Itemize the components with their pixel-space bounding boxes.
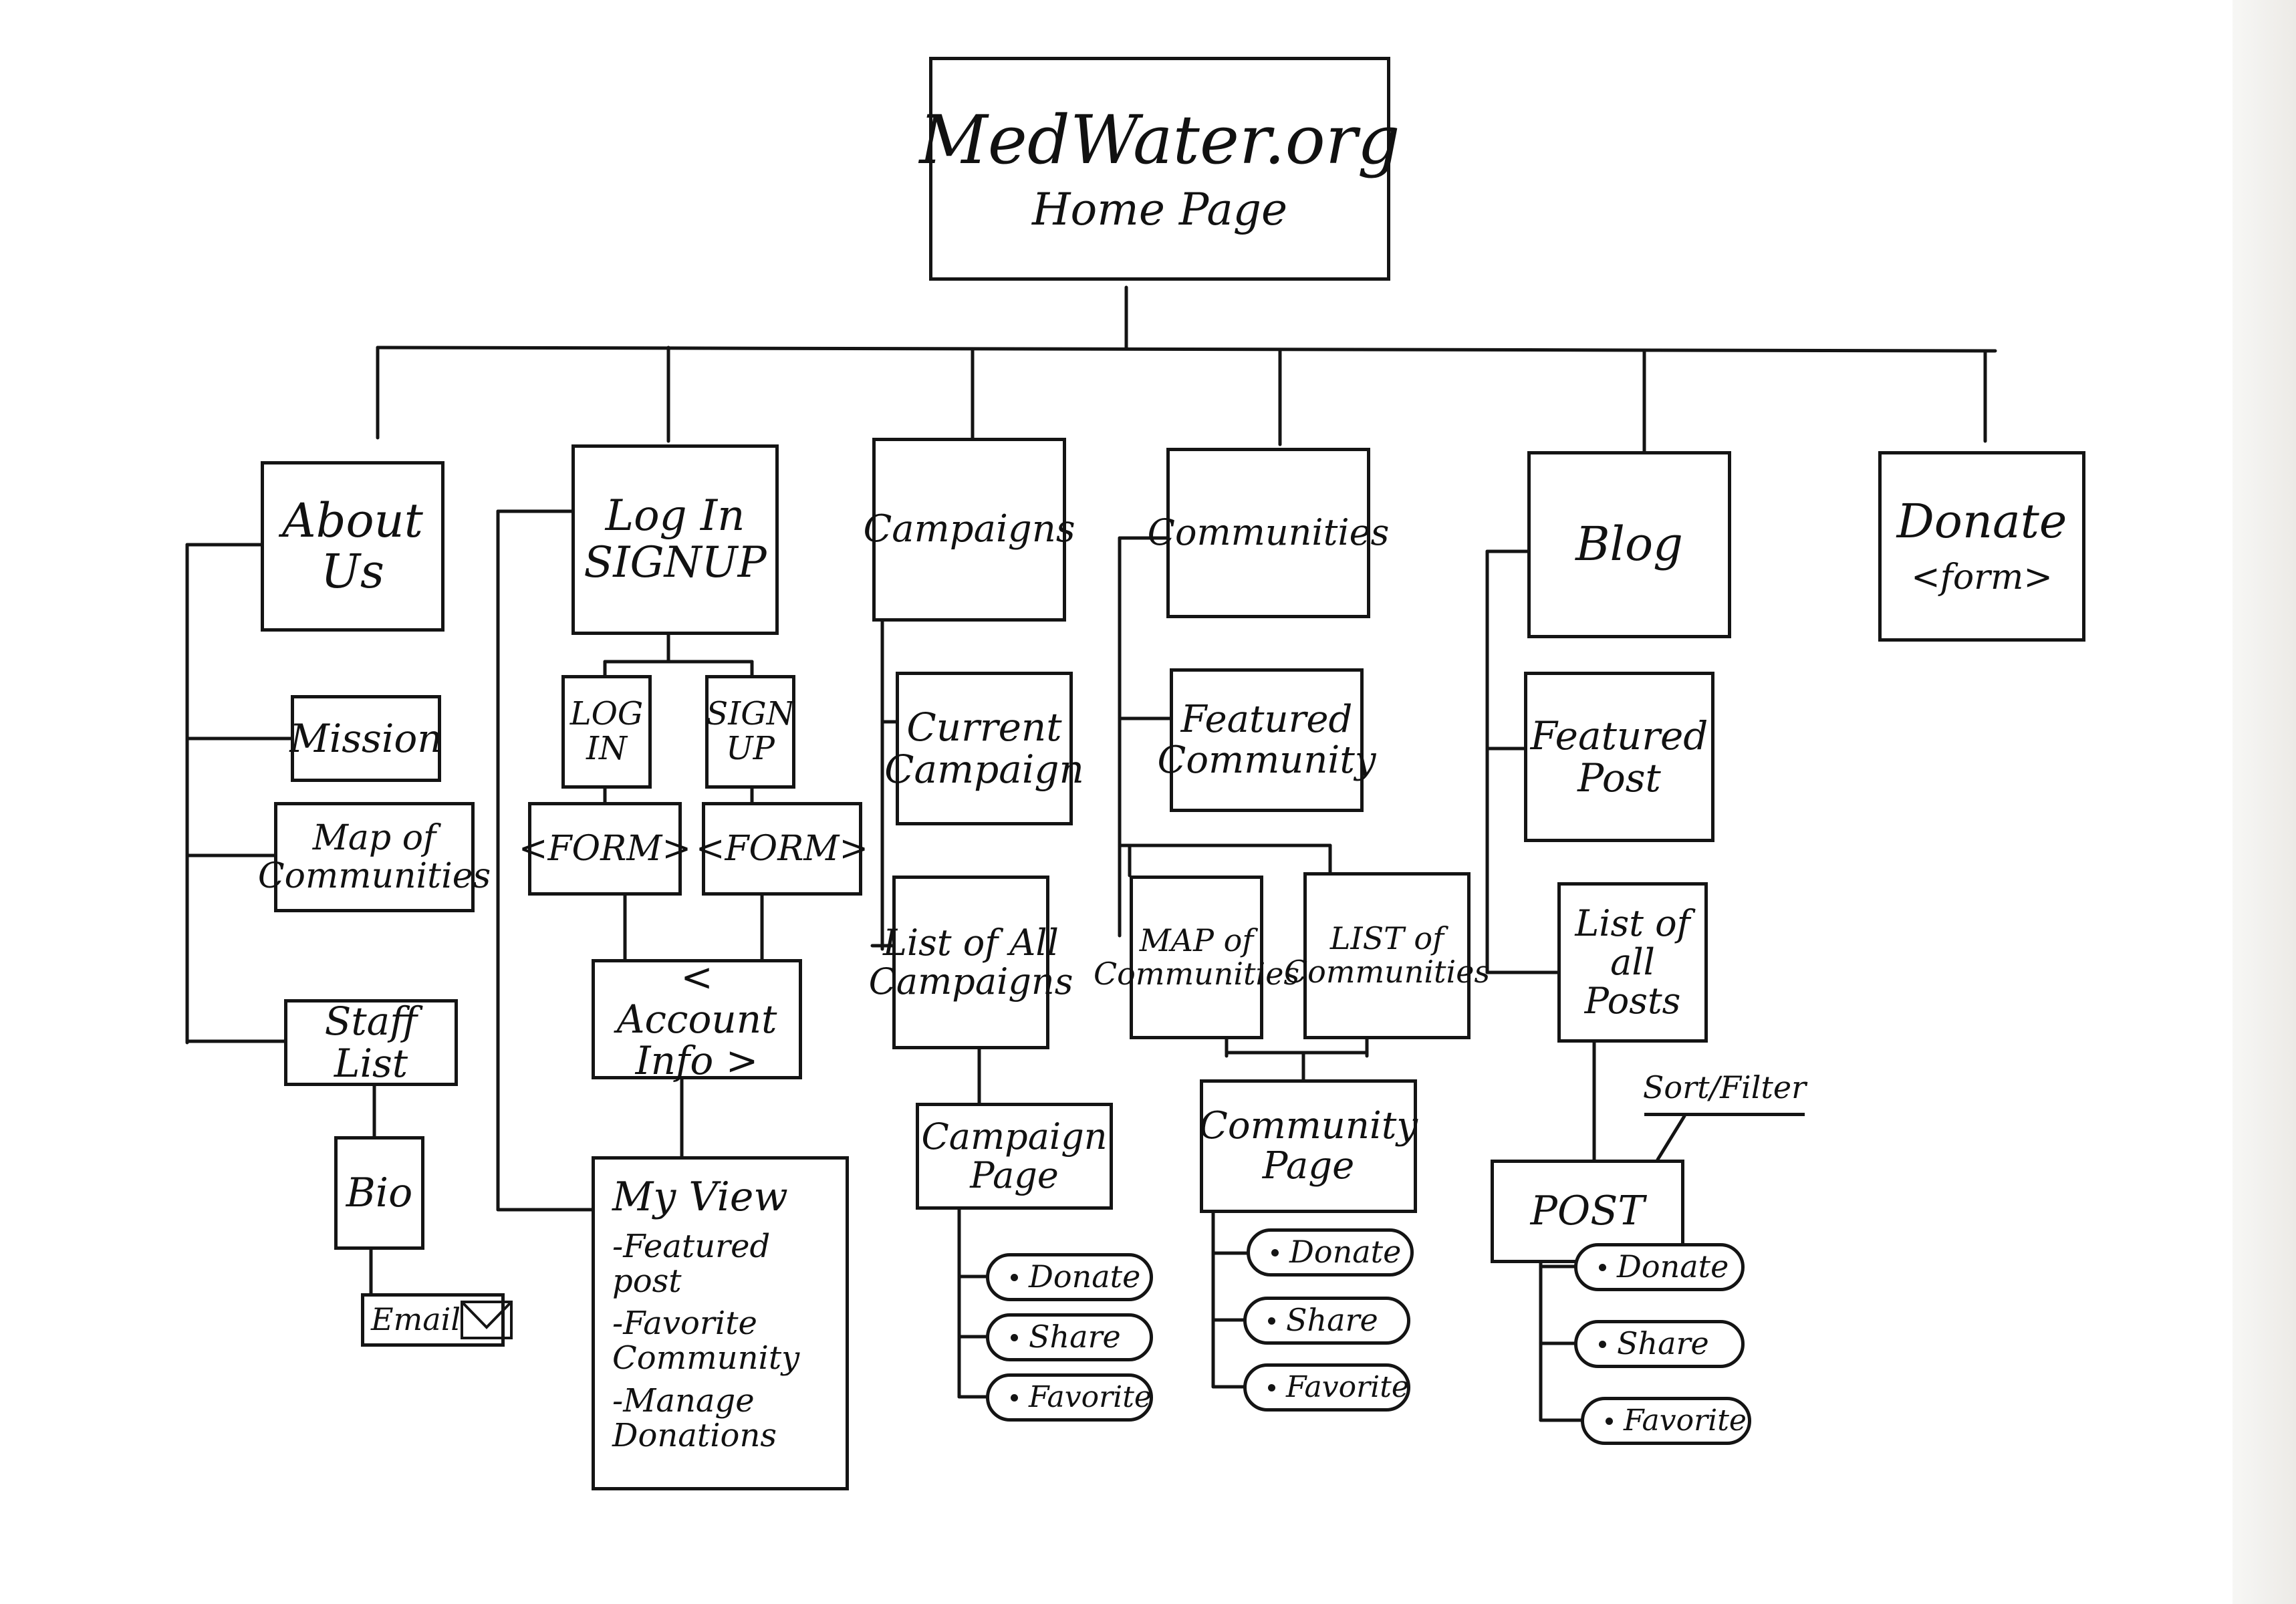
mission-node: Mission: [289, 695, 442, 782]
community-share-label: Share: [1286, 1302, 1378, 1339]
campaign-share-label: Share: [1029, 1319, 1121, 1355]
login-form-label: <FORM>: [518, 828, 692, 869]
post-donate-button[interactable]: Donate: [1574, 1243, 1745, 1291]
featured-community-label: Featured Community: [1157, 698, 1376, 782]
post-share-label: Share: [1617, 1325, 1709, 1362]
bullet-icon: [1268, 1383, 1275, 1391]
bio-node: Bio: [334, 1136, 424, 1250]
home-title: MedWater.org: [919, 100, 1400, 179]
campaigns-label: Campaigns: [863, 507, 1075, 551]
list-of-campaigns-node: List of All Campaigns: [869, 876, 1073, 1049]
envelope-icon: [461, 1301, 513, 1339]
bullet-icon: [1011, 1333, 1018, 1341]
staff-list-node: Staff List: [284, 999, 458, 1086]
log-in-node: LOG IN: [561, 675, 652, 789]
list-of-communities-label: LIST of Communities: [1283, 920, 1491, 990]
post-label: POST: [1530, 1188, 1645, 1235]
post-share-button[interactable]: Share: [1574, 1320, 1745, 1368]
campaigns-node: Campaigns: [863, 438, 1075, 622]
my-view-item-favorite-community: -Favorite Community: [612, 1305, 800, 1377]
staff-list-label: Staff List: [324, 998, 418, 1086]
community-page-node: Community Page: [1199, 1079, 1418, 1213]
post-donate-label: Donate: [1617, 1248, 1729, 1285]
about-us-node: About Us: [261, 461, 444, 632]
my-view-node: My View -Featured post -Favorite Communi…: [592, 1156, 849, 1490]
mission-label: Mission: [289, 715, 442, 761]
blog-node: Blog: [1527, 451, 1731, 638]
email-node: Email: [361, 1293, 513, 1347]
sign-up-label: SIGN UP: [706, 695, 795, 767]
community-favorite-label: Favorite: [1286, 1370, 1409, 1405]
bullet-icon: [1606, 1417, 1613, 1425]
community-favorite-button[interactable]: Favorite: [1243, 1363, 1410, 1412]
campaign-donate-button[interactable]: Donate: [986, 1253, 1153, 1301]
my-view-title: My View: [612, 1174, 788, 1220]
email-label: Email: [371, 1301, 461, 1338]
campaign-favorite-label: Favorite: [1029, 1380, 1152, 1415]
signup-form-node: <FORM>: [696, 802, 868, 896]
campaign-share-button[interactable]: Share: [986, 1313, 1153, 1361]
line-post-sort: [1656, 1114, 1686, 1162]
map-of-communities-sub-node: MAP of Communities: [1094, 876, 1299, 1039]
featured-post-node: Featured Post: [1524, 672, 1714, 842]
login-signup-node: Log In SIGNUP: [571, 444, 779, 635]
featured-post-label: Featured Post: [1530, 712, 1708, 801]
sort-filter-label: Sort/Filter: [1642, 1069, 1807, 1105]
login-signup-label: Log In SIGNUP: [584, 491, 767, 587]
home-page-node: MedWater.org Home Page: [919, 57, 1400, 281]
list-of-campaigns-label: List of All Campaigns: [868, 921, 1073, 1002]
community-share-button[interactable]: Share: [1243, 1297, 1410, 1345]
campaign-page-label: Campaign Page: [921, 1115, 1108, 1196]
list-of-posts-label: List of all Posts: [1575, 902, 1690, 1023]
account-info-label: < Account Info >: [616, 954, 777, 1084]
community-donate-button[interactable]: Donate: [1247, 1228, 1414, 1277]
bullet-icon: [1271, 1248, 1279, 1256]
about-us-label: About Us: [282, 493, 423, 599]
map-of-communities-sub-label: MAP of Communities: [1093, 922, 1300, 992]
login-form-node: <FORM>: [519, 802, 691, 896]
post-favorite-label: Favorite: [1624, 1404, 1747, 1438]
campaign-donate-label: Donate: [1029, 1258, 1141, 1295]
campaign-page-node: Campaign Page: [916, 1103, 1113, 1210]
map-of-communities-node: Map of Communities: [258, 802, 491, 912]
campaign-favorite-button[interactable]: Favorite: [986, 1373, 1153, 1422]
donate-node: Donate <form>: [1878, 451, 2085, 642]
home-subtitle: Home Page: [1031, 183, 1287, 235]
blog-label: Blog: [1575, 517, 1683, 572]
my-view-item-featured-post: -Featured post: [612, 1227, 771, 1300]
post-favorite-button[interactable]: Favorite: [1581, 1397, 1751, 1445]
line-top-bar: [376, 346, 1997, 353]
donate-title: Donate: [1896, 493, 2067, 549]
current-campaign-node: Current Campaign: [884, 672, 1084, 825]
account-info-node: < Account Info >: [592, 954, 802, 1084]
communities-label: Communities: [1147, 511, 1390, 554]
map-of-communities-label: Map of Communities: [257, 818, 491, 896]
bullet-icon: [1599, 1263, 1606, 1271]
sort-filter-control[interactable]: Sort/Filter: [1642, 1063, 1807, 1116]
bullet-icon: [1011, 1393, 1018, 1401]
bullet-icon: [1599, 1340, 1606, 1348]
donate-form-label: <form>: [1911, 557, 2053, 598]
community-donate-label: Donate: [1289, 1234, 1402, 1271]
bio-label: Bio: [346, 1169, 413, 1216]
list-of-posts-node: List of all Posts: [1557, 882, 1708, 1043]
list-of-communities-node: LIST of Communities: [1284, 872, 1490, 1039]
bullet-icon: [1011, 1273, 1018, 1281]
my-view-item-manage-donations: -Manage Donations: [612, 1382, 777, 1454]
sign-up-node: SIGN UP: [705, 675, 795, 789]
signup-form-label: <FORM>: [695, 828, 869, 869]
communities-node: Communities: [1148, 448, 1389, 618]
log-in-label: LOG IN: [569, 695, 644, 767]
community-page-label: Community Page: [1199, 1103, 1418, 1188]
current-campaign-label: Current Campaign: [884, 704, 1084, 792]
bullet-icon: [1268, 1317, 1275, 1325]
featured-community-node: Featured Community: [1158, 668, 1376, 812]
paper-edge-shadow: [2233, 0, 2296, 1604]
